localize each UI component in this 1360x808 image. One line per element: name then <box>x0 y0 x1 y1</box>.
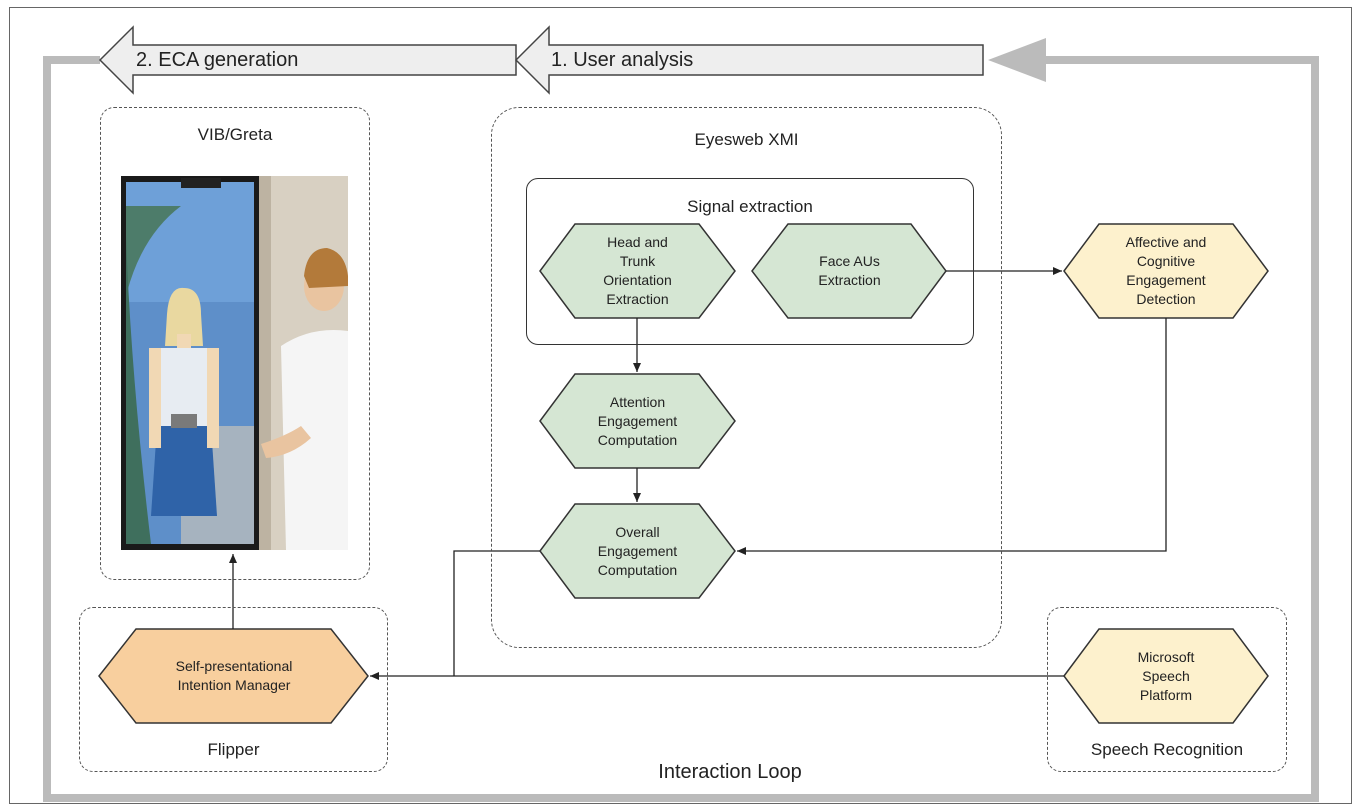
attention-hex <box>539 373 736 469</box>
eyesweb-title: Eyesweb XMI <box>694 130 799 149</box>
overall-hex <box>539 503 736 599</box>
signal-extraction-group <box>526 178 974 345</box>
useranalysis-arrow <box>514 25 984 95</box>
affective-hex <box>1063 223 1269 319</box>
ecageneration-label: 2. ECA generation <box>136 49 299 71</box>
speech-recognition-title: Speech Recognition <box>1090 740 1244 759</box>
arrow-overall-to-selfpres <box>453 550 540 676</box>
self-pres-hex <box>98 628 369 724</box>
flipper-title: Flipper <box>207 740 260 759</box>
eyesweb-group <box>491 107 1002 648</box>
useranalysis-label: 1. User analysis <box>551 49 694 71</box>
ms-speech-hex <box>1063 628 1269 724</box>
greta-agent-photo <box>121 176 348 550</box>
vib-greta-group <box>100 107 370 580</box>
signal-extraction-title: Signal extraction <box>687 197 813 216</box>
loop-arrowhead <box>988 38 1046 82</box>
speech-recognition-group <box>1047 607 1287 772</box>
interaction-loop <box>43 56 1319 802</box>
flipper-group <box>79 607 388 772</box>
head-trunk-hex <box>539 223 736 319</box>
interaction-loop-label: Interaction Loop <box>658 761 802 783</box>
vib-greta-title: VIB/Greta <box>197 125 273 144</box>
arrow-affective-to-overall <box>737 318 1167 555</box>
figure-frame <box>9 7 1352 804</box>
